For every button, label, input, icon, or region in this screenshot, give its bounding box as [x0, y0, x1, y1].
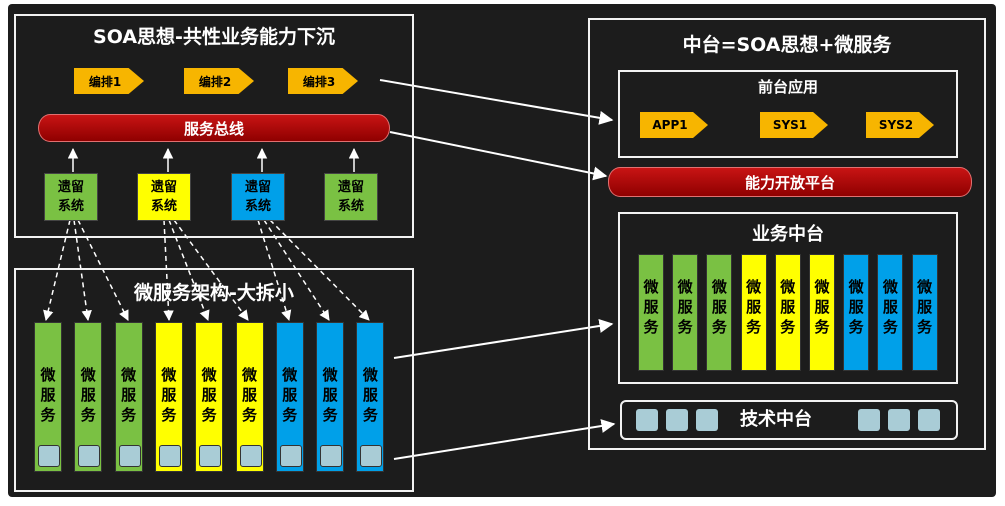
microservice-label: 微服务	[121, 366, 137, 424]
microservice-panel: 微服务架构-大拆小	[14, 268, 414, 492]
microservice-label: 微服务	[362, 366, 378, 424]
business-platform-title: 业务中台	[752, 224, 824, 245]
business-service-column: 微服务	[638, 254, 664, 371]
microservice-block	[118, 445, 141, 467]
business-service-label: 微服务	[677, 278, 693, 336]
legacy-label: 遗留	[337, 180, 364, 195]
bus-to-platform-arrow	[389, 131, 608, 181]
diagram-canvas: SOA思想-共性业务能力下沉 编排1 编排2 编排3 服务总线 遗留系统 遗留系…	[8, 4, 996, 497]
tech-block	[666, 409, 688, 431]
microservice-title: 微服务架构-大拆小	[134, 282, 294, 304]
microservice-block	[279, 445, 302, 467]
service-bus: 服务总线	[38, 114, 390, 142]
microservice-block	[360, 445, 383, 467]
frontend-title: 前台应用	[757, 78, 818, 96]
legacy-label: 系统	[244, 199, 271, 214]
legacy-label: 系统	[337, 199, 364, 214]
app-tag-sys1: SYS1	[760, 112, 828, 138]
microservice-column: 微服务	[275, 322, 304, 472]
business-service-label: 微服务	[814, 278, 830, 336]
orchestration-tag-2: 编排2	[184, 68, 254, 94]
microservice-block	[38, 445, 60, 467]
microservice-block	[320, 445, 343, 467]
microservice-block	[199, 445, 222, 467]
tech-block	[696, 409, 718, 431]
microservice-column: 微服务	[114, 322, 143, 472]
microservice-column: 微服务	[34, 322, 62, 472]
orchestration-tag-3: 编排3	[288, 68, 358, 94]
legacy-label: 遗留	[150, 180, 177, 195]
legacy-label: 系统	[57, 199, 84, 214]
microservice-column: 微服务	[356, 322, 385, 472]
business-platform-panel: 业务中台	[618, 212, 958, 384]
app-tag-sys2: SYS2	[866, 112, 934, 138]
business-service-label: 微服务	[848, 278, 864, 336]
orchestration-to-frontend-arrow	[379, 79, 614, 125]
app-tag-app1: APP1	[640, 112, 708, 138]
business-service-label: 微服务	[746, 278, 762, 336]
soa-panel: SOA思想-共性业务能力下沉	[14, 14, 414, 238]
business-service-column: 微服务	[843, 254, 870, 371]
tech-block	[918, 409, 940, 431]
tech-block	[858, 409, 880, 431]
tech-block	[888, 409, 910, 431]
microservice-label: 微服务	[322, 366, 338, 424]
orchestration-tag-1: 编排1	[74, 68, 144, 94]
microservice-to-business-arrow	[393, 319, 614, 359]
microservice-column: 微服务	[235, 322, 264, 472]
business-service-label: 微服务	[711, 278, 727, 336]
microservice-column: 微服务	[154, 322, 183, 472]
tech-platform-title: 技术中台	[740, 409, 812, 430]
frontend-panel: 前台应用	[618, 70, 958, 158]
microservice-block	[239, 445, 262, 467]
microservice-label: 微服务	[201, 366, 217, 424]
microservice-label: 微服务	[161, 366, 177, 424]
legacy-system-1: 遗留系统	[44, 173, 98, 221]
microservice-label: 微服务	[241, 366, 257, 424]
soa-title: SOA思想-共性业务能力下沉	[93, 26, 335, 48]
capability-platform: 能力开放平台	[608, 167, 972, 197]
business-service-column: 微服务	[911, 254, 938, 371]
microservice-block	[78, 445, 101, 467]
business-service-column: 微服务	[809, 254, 835, 371]
legacy-system-3: 遗留系统	[231, 173, 285, 221]
microservice-label: 微服务	[80, 366, 96, 424]
business-service-column: 微服务	[877, 254, 904, 371]
business-service-column: 微服务	[774, 254, 801, 371]
legacy-label: 遗留	[244, 180, 271, 195]
legacy-label: 遗留	[57, 180, 84, 195]
business-service-label: 微服务	[882, 278, 898, 336]
tech-block	[636, 409, 658, 431]
business-service-column: 微服务	[706, 254, 733, 371]
legacy-label: 系统	[150, 199, 177, 214]
microservice-to-tech-arrow	[393, 419, 616, 460]
microservice-column: 微服务	[195, 322, 224, 472]
business-service-column: 微服务	[740, 254, 767, 371]
legacy-system-2: 遗留系统	[137, 173, 191, 221]
business-service-label: 微服务	[643, 278, 659, 336]
middle-platform-panel: 中台=SOA思想+微服务	[588, 18, 986, 450]
business-service-label: 微服务	[780, 278, 796, 336]
tech-platform-panel	[620, 400, 958, 440]
microservice-column: 微服务	[74, 322, 103, 472]
microservice-label: 微服务	[40, 366, 56, 424]
middle-platform-title: 中台=SOA思想+微服务	[682, 34, 892, 56]
business-service-label: 微服务	[917, 278, 933, 336]
legacy-system-4: 遗留系统	[324, 173, 378, 221]
microservice-block	[158, 445, 181, 467]
microservice-column: 微服务	[316, 322, 345, 472]
business-service-column: 微服务	[672, 254, 699, 371]
microservice-label: 微服务	[282, 366, 298, 424]
